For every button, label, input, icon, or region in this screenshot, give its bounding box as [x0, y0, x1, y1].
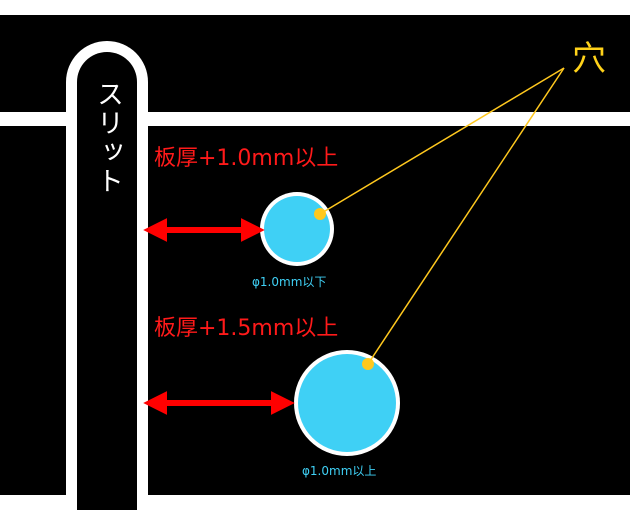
- leader-dot-small-hole: [314, 208, 326, 220]
- large-hole: [298, 354, 396, 452]
- large-clearance-label: 板厚+1.5mm以上: [154, 316, 339, 341]
- small-clearance-label: 板厚+1.0mm以上: [154, 146, 339, 171]
- small-diameter-label: φ1.0mm以下: [252, 275, 327, 289]
- large-diameter-label: φ1.0mm以上: [302, 464, 377, 478]
- small-hole: [264, 196, 330, 262]
- leader-line-large-hole: [367, 67, 565, 365]
- hole-label: 穴: [572, 39, 606, 79]
- slit-label: スリット: [92, 80, 123, 196]
- slit-interior: [77, 52, 137, 510]
- leader-dot-large-hole: [362, 358, 374, 370]
- leader-line-small-hole: [319, 67, 565, 215]
